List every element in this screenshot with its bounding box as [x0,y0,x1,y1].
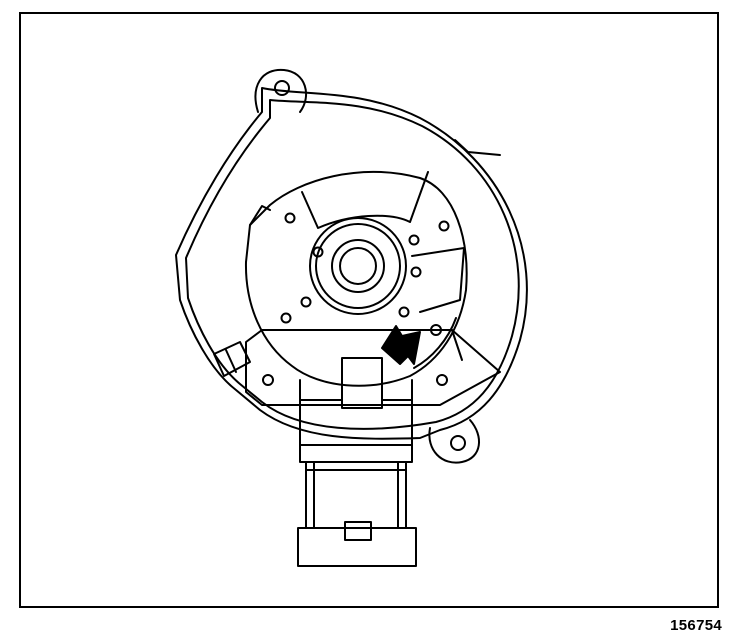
motor-body [299,357,413,529]
mounting-ear-lower [428,419,480,464]
mounting-hole-lower [450,435,466,451]
motor-shaft [339,247,377,285]
housing-flange [175,87,528,440]
figure-frame [19,12,719,608]
motor-plate [244,171,468,387]
motor-hub [309,217,407,315]
mounting-hole-upper [274,80,290,96]
figure-number: 156754 [670,617,722,634]
bracket-hole-left [262,374,274,386]
mounting-ear-upper [254,68,308,113]
motor-bracket [245,329,501,406]
electrical-connector [297,521,417,567]
housing-side-tab [213,341,251,377]
bracket-hole-right [436,374,448,386]
callout-arrow [381,325,421,365]
